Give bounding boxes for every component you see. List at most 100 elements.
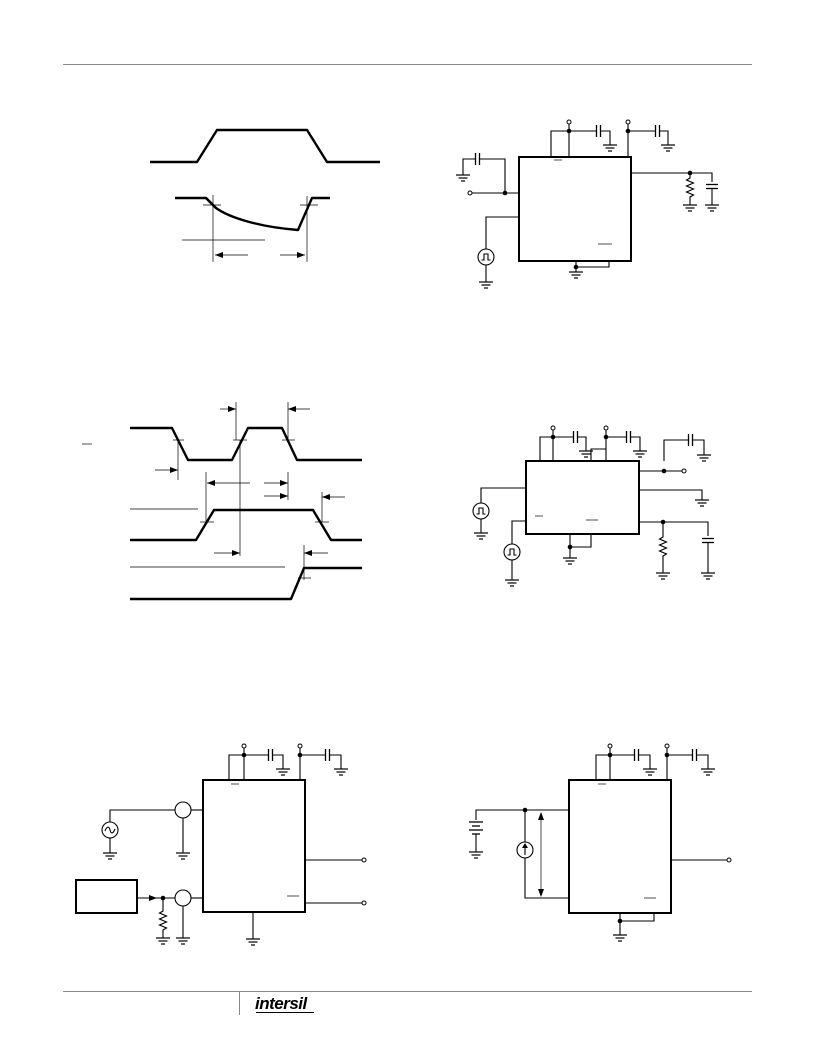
- capacitor-icon: [633, 748, 640, 762]
- ground-icon: [602, 139, 618, 152]
- supply-trace-2: [590, 448, 606, 461]
- test-circuit-2: [472, 425, 716, 587]
- input-waveform: [150, 128, 380, 164]
- pulse-source-icon: [503, 543, 521, 561]
- decoupling-trace-2b: [330, 754, 342, 764]
- ground-icon: [102, 847, 118, 860]
- sine-trace: [109, 809, 175, 822]
- intersil-logo: intersil: [255, 994, 307, 1013]
- capacitor-icon: [572, 430, 579, 444]
- probe-icon: [174, 801, 192, 819]
- ground-icon: [660, 139, 676, 152]
- current-source-return: [524, 858, 569, 899]
- ground-icon: [694, 494, 710, 507]
- probe-icon: [174, 889, 192, 907]
- arrow-icon: [538, 889, 544, 897]
- ground-icon: [562, 552, 578, 565]
- capacitor-icon: [625, 430, 632, 444]
- arrow-icon: [297, 252, 305, 258]
- ground-icon: [275, 763, 291, 776]
- terminal-icon: [467, 190, 473, 196]
- arrow-icon: [228, 406, 236, 412]
- input-cap-trace-b: [480, 158, 506, 193]
- ground-icon: [473, 527, 489, 540]
- pulse-trace-2: [511, 520, 526, 544]
- arrow-icon: [538, 812, 544, 820]
- terminal-icon: [361, 857, 367, 863]
- ground-icon: [696, 449, 712, 462]
- junction-dot: [502, 190, 508, 196]
- ground-icon: [612, 929, 628, 942]
- ground-icon: [478, 276, 494, 289]
- decoupling-trace-2b: [631, 436, 641, 446]
- logo-underline: [256, 1012, 314, 1013]
- ground-pins-trace: [575, 261, 610, 268]
- instrument-block: [75, 879, 138, 914]
- timing-diagram: [82, 402, 362, 601]
- resistor-icon: [685, 174, 695, 201]
- ground-icon: [704, 199, 720, 212]
- ground-trace: [639, 489, 703, 495]
- sine-source-icon: [101, 821, 119, 839]
- terminal-icon: [681, 468, 687, 474]
- ground-icon: [468, 846, 484, 859]
- ground-icon: [682, 199, 698, 212]
- decoupling-trace-1b: [601, 130, 611, 140]
- ground-icon: [455, 169, 471, 182]
- ground-icon: [245, 933, 261, 946]
- battery-trace: [475, 809, 569, 820]
- capacitor-icon: [595, 124, 602, 138]
- terminal-icon: [664, 743, 670, 749]
- arrow-icon: [304, 550, 312, 556]
- arrow-icon: [280, 480, 288, 486]
- capacitor-icon: [691, 748, 698, 762]
- decoupling-trace-2b: [697, 754, 709, 764]
- arrow-icon: [170, 467, 178, 473]
- decoupling-trace-1b: [578, 436, 587, 446]
- device-block: [518, 156, 632, 262]
- header-rule: [63, 64, 752, 65]
- decoupling-trace-1b: [639, 754, 651, 764]
- input-cap-trace: [462, 158, 475, 170]
- test-circuit-4: [468, 743, 732, 942]
- footer-rule: [63, 991, 752, 992]
- decoupling-trace-1b: [273, 754, 284, 764]
- arrow-icon: [215, 252, 223, 258]
- ground-icon: [632, 445, 648, 458]
- test-circuit-1: [455, 119, 720, 289]
- resistor-icon: [158, 907, 168, 934]
- supply-trace-1: [539, 436, 553, 461]
- arrow-icon: [232, 550, 240, 556]
- device-block: [525, 460, 640, 535]
- ground-pins-trace: [619, 913, 655, 922]
- capacitor-icon: [654, 124, 661, 138]
- ground-icon: [175, 932, 191, 945]
- junction-dot: [661, 468, 667, 474]
- supply-trace-1: [550, 124, 570, 157]
- resistor-icon: [658, 533, 668, 560]
- output-waveform-curve: [205, 196, 330, 232]
- capacitor-icon: [701, 537, 715, 544]
- output-a-waveform: [130, 508, 362, 542]
- pulse-source-icon: [472, 502, 490, 520]
- footer-divider: [239, 991, 240, 1015]
- capacitor-icon: [474, 152, 481, 166]
- terminal-icon: [361, 900, 367, 906]
- output-b-waveform: [130, 566, 362, 601]
- terminal-icon: [566, 119, 572, 125]
- supply-trace-1: [228, 754, 244, 780]
- terminal-icon: [241, 743, 247, 749]
- control-waveform: [130, 426, 362, 462]
- terminal-icon: [607, 743, 613, 749]
- ground-icon: [333, 763, 349, 776]
- ground-pins-trace: [569, 534, 592, 548]
- arrow-icon: [207, 480, 215, 486]
- waveform-diagram-1: [150, 128, 380, 262]
- ground-icon: [155, 932, 171, 945]
- arrow-icon: [149, 895, 157, 901]
- load-trace: [639, 521, 709, 536]
- arrow-icon: [288, 406, 296, 412]
- current-source-icon: [516, 841, 534, 859]
- capacitor-icon: [705, 183, 719, 190]
